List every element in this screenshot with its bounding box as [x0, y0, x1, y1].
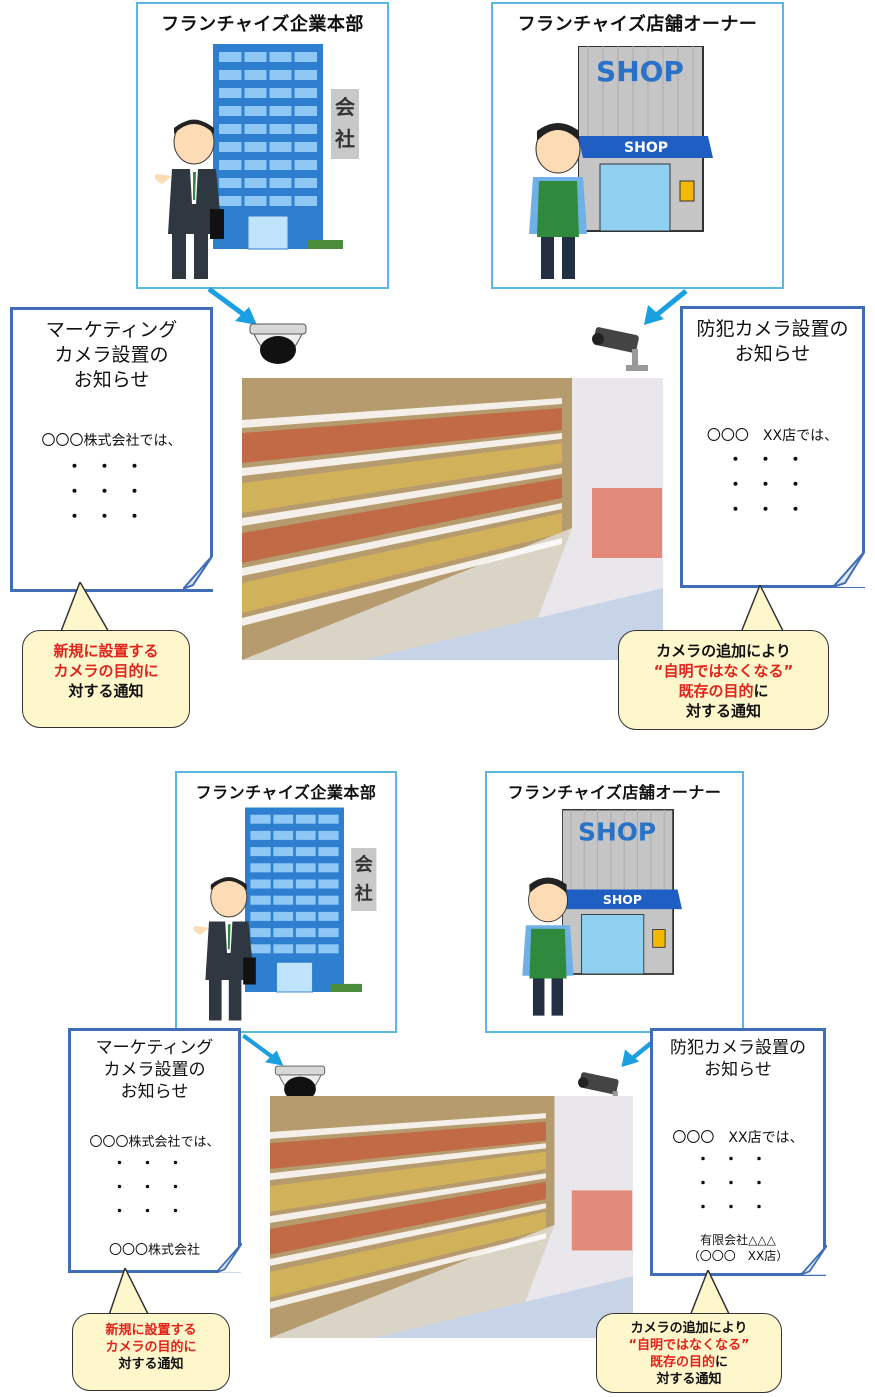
shop-owner-icon: [522, 877, 574, 1016]
sign-char-2: 社: [355, 882, 373, 904]
right-notice: 防犯カメラ設置の お知らせ 〇〇〇 XX店では、 ・・・ ・・・ ・・・ 有限会…: [650, 1028, 827, 1276]
right-notice-sign2: （〇〇〇 XX店）: [687, 1249, 789, 1263]
left-callout-line2: カメラの目的に: [105, 1340, 197, 1355]
shop-sign-small: SHOP: [603, 892, 642, 907]
dots-row: ・・・: [727, 450, 818, 469]
sign-char-2: 社: [334, 127, 355, 151]
right-callout-line1: カメラの追加により: [630, 1321, 748, 1336]
page-curl-icon: [183, 555, 213, 589]
shop-icon: SHOP SHOP: [578, 46, 713, 232]
hq-title: フランチャイズ企業本部: [195, 783, 377, 802]
owner-box: フランチャイズ店舗オーナー SHOP SHOP: [485, 771, 744, 1033]
callout-tail: [739, 585, 786, 635]
page-curl-icon: [216, 1243, 242, 1273]
sign-char-1: 会: [335, 95, 355, 119]
left-callout: 新規に設置する カメラの目的に 対する通知: [72, 1313, 230, 1391]
callout-tail: [107, 1268, 151, 1318]
right-notice-sign1: 有限会社△△△: [700, 1233, 776, 1247]
hq-box: フランチャイズ企業本部 会 社: [175, 771, 397, 1033]
sign-char-1: 会: [355, 854, 373, 876]
dots-row: ・・・: [112, 1204, 197, 1220]
owner-box: フランチャイズ店舗オーナー SHOP SHOP: [491, 2, 784, 289]
dots-row: ・・・: [727, 475, 818, 494]
left-notice-body: 〇〇〇株式会社では、: [41, 433, 182, 449]
right-callout-line3-rest: に: [715, 1355, 729, 1370]
dots-row: ・・・: [112, 1156, 197, 1172]
store-shelves-image: [242, 378, 663, 660]
right-callout-line3-red: 既存の目的: [678, 682, 754, 700]
left-callout-line3: 対する通知: [68, 682, 144, 700]
shop-sign-small: SHOP: [624, 140, 668, 156]
left-callout: 新規に設置する カメラの目的に 対する通知: [22, 630, 190, 728]
right-notice-body: 〇〇〇 XX店では、: [706, 428, 839, 444]
left-notice-title: マーケティング カメラ設置の お知らせ: [95, 1038, 214, 1102]
shop-sign-big: SHOP: [578, 818, 656, 847]
owner-title: フランチャイズ店舗オーナー: [507, 783, 722, 802]
shop-icon: SHOP SHOP: [562, 809, 682, 975]
right-callout-line2: “自明ではなくなる”: [653, 662, 794, 680]
left-callout-line3: 対する通知: [118, 1357, 184, 1372]
right-callout-line2: “自明ではなくなる”: [628, 1338, 750, 1353]
arrow-left-icon: [207, 286, 257, 325]
office-building-icon: 会 社: [213, 44, 359, 250]
left-callout-line1: 新規に設置する: [105, 1323, 197, 1338]
dots-row: ・・・: [66, 507, 157, 526]
office-building-icon: 会 社: [245, 807, 377, 993]
panel-2: フランチャイズ企業本部 会 社 フランチャイズ店舗オーナー: [0, 698, 875, 1396]
dots-row: ・・・: [696, 1176, 780, 1192]
owner-title: フランチャイズ店舗オーナー: [517, 14, 758, 35]
right-callout-line3-rest: に: [753, 682, 769, 700]
left-notice-title: マーケティング カメラ設置の お知らせ: [45, 319, 178, 391]
right-callout-line4: 対する通知: [685, 702, 761, 720]
right-notice-body: 〇〇〇 XX店では、: [672, 1130, 804, 1146]
security-camera-icon: [592, 327, 648, 371]
right-notice: 防犯カメラ設置の お知らせ 〇〇〇 XX店では、 ・・・ ・・・ ・・・: [680, 306, 865, 588]
dots-row: ・・・: [66, 457, 157, 476]
left-notice-sign: 〇〇〇株式会社: [108, 1243, 200, 1258]
shop-sign-big: SHOP: [596, 55, 684, 88]
right-callout: カメラの追加により “自明ではなくなる” 既存の目的に 対する通知: [596, 1313, 782, 1393]
dots-row: ・・・: [112, 1180, 197, 1196]
right-callout-line4: 対する通知: [656, 1372, 722, 1387]
hq-box: フランチャイズ企業本部 会 社: [136, 2, 389, 289]
callout-tail: [689, 1270, 731, 1316]
left-callout-line2: カメラの目的に: [53, 662, 159, 680]
left-notice: マーケティング カメラ設置の お知らせ 〇〇〇株式会社では、 ・・・ ・・・ ・…: [68, 1028, 242, 1273]
store-shelves-image: [270, 1096, 633, 1338]
left-callout-line1: 新規に設置する: [53, 642, 159, 660]
right-notice-title: 防犯カメラ設置の お知らせ: [696, 318, 849, 365]
right-callout-line3-red: 既存の目的: [649, 1355, 715, 1370]
dome-camera-icon: [274, 1065, 326, 1102]
dots-row: ・・・: [696, 1152, 780, 1168]
businessman-icon: [193, 876, 256, 1021]
dots-row: ・・・: [727, 500, 818, 519]
page-curl-icon: [801, 1245, 827, 1275]
businessman-icon: [154, 119, 224, 279]
right-callout-line1: カメラの追加により: [656, 642, 791, 660]
shop-owner-icon: [529, 123, 587, 279]
arrow-right-icon: [644, 289, 688, 325]
callout-tail: [59, 582, 111, 634]
hq-title: フランチャイズ企業本部: [161, 14, 364, 35]
dots-row: ・・・: [696, 1200, 780, 1216]
panel-1: フランチャイズ企業本部 会 社 フランチャイズ店舗オーナー: [0, 0, 875, 730]
dome-camera-icon: [249, 323, 307, 364]
left-notice-body: 〇〇〇株式会社では、: [89, 1135, 220, 1150]
right-callout: カメラの追加により “自明ではなくなる” 既存の目的に 対する通知: [618, 630, 829, 730]
left-notice: マーケティング カメラ設置の お知らせ 〇〇〇株式会社では、 ・・・ ・・・ ・…: [10, 307, 213, 592]
page-curl-icon: [833, 551, 865, 587]
right-notice-title: 防犯カメラ設置の お知らせ: [670, 1038, 806, 1080]
dots-row: ・・・: [66, 482, 157, 501]
arrow-left-icon: [242, 1033, 284, 1066]
